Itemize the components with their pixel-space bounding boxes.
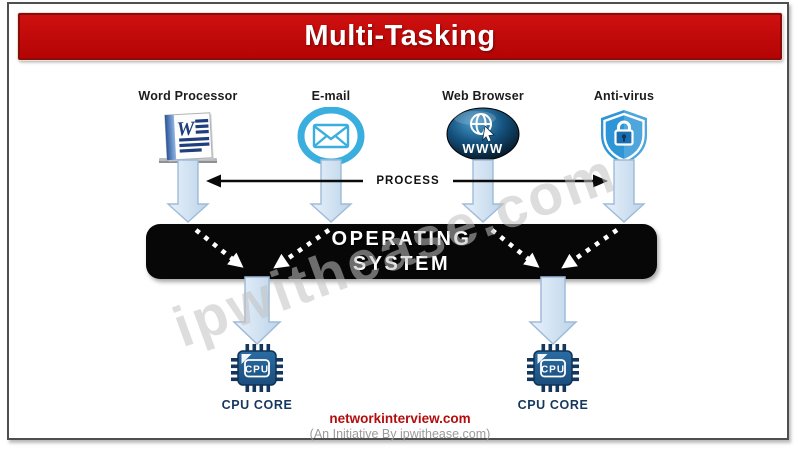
cpu-core-label: CPU CORE (517, 398, 589, 412)
page-border-frame (7, 2, 789, 440)
operating-system-bar: OPERATING SYSTEM (146, 224, 657, 279)
www-text: WWW (462, 141, 503, 156)
cpu-chip-text: CPU (245, 365, 269, 376)
page-title: Multi-Tasking (304, 20, 496, 52)
app-antivirus: Anti-virus (559, 89, 689, 167)
app-label: E-mail (311, 89, 351, 103)
cpu-chip-icon: CPU (520, 337, 586, 404)
footer-site-name: networkinterview.com (329, 411, 471, 426)
app-email: E-mail (266, 89, 396, 167)
web-browser-icon: WWW (418, 107, 548, 163)
app-web-browser: Web Browser WWW (418, 89, 548, 163)
antivirus-icon (559, 107, 689, 167)
cpu-chip-icon: CPU (224, 337, 290, 404)
svg-text:W: W (176, 118, 196, 141)
app-word-processor: Word Processor W (123, 89, 253, 165)
cpu-core-label: CPU CORE (221, 398, 293, 412)
title-banner: Multi-Tasking (18, 13, 782, 60)
cpu-chip-text: CPU (541, 365, 565, 376)
process-label: PROCESS (363, 173, 453, 189)
app-label: Web Browser (442, 89, 524, 103)
os-label-line2: SYSTEM (352, 252, 451, 275)
footer-initiative-text: (An Initiative By ipwithease.com) (309, 427, 491, 441)
app-label: Word Processor (138, 89, 238, 103)
word-processor-icon: W (123, 107, 253, 165)
email-icon (266, 107, 396, 167)
os-label-line1: OPERATING (331, 227, 472, 250)
app-label: Anti-virus (593, 89, 655, 103)
